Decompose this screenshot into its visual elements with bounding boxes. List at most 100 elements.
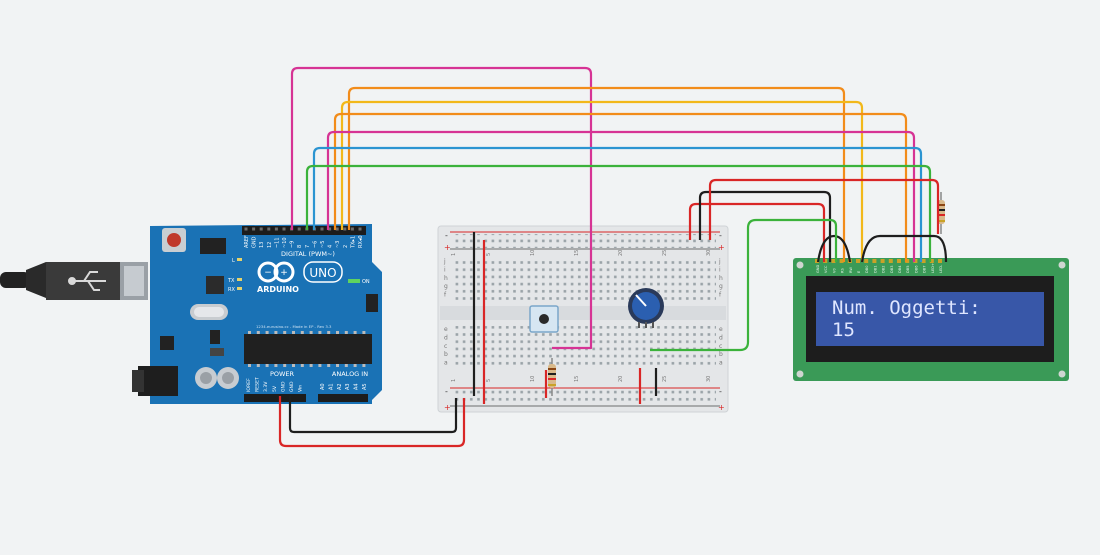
- row-letter: a: [719, 360, 723, 367]
- lcd-pin[interactable]: [905, 259, 910, 263]
- digital-pin[interactable]: [282, 227, 286, 231]
- lcd-pin-label: E: [857, 270, 861, 273]
- row-letter: h: [444, 275, 448, 282]
- board-footer-text: 1234.eurusino.cc - Made in EP - Rev 3.3: [256, 324, 332, 329]
- digital-pin-label: 4: [328, 245, 334, 248]
- digital-pin[interactable]: [328, 227, 332, 231]
- digital-pin[interactable]: [350, 227, 354, 231]
- lcd-pin[interactable]: [872, 259, 877, 263]
- reset-button[interactable]: [162, 228, 186, 252]
- wire-magenta-2: [326, 130, 916, 262]
- pushbutton[interactable]: [529, 305, 559, 333]
- lcd-pin[interactable]: [913, 259, 918, 263]
- lcd-pin[interactable]: [888, 259, 893, 263]
- digital-pin[interactable]: [274, 227, 278, 231]
- digital-pin[interactable]: [244, 227, 248, 231]
- lcd-pin-label: DB1: [873, 265, 877, 273]
- row-letter: f: [444, 292, 447, 299]
- wire-orange-1: [347, 86, 846, 262]
- row-letter: d: [719, 334, 723, 341]
- column-number: 10: [530, 376, 536, 382]
- lcd-line-1: Num. Oggetti:: [832, 297, 981, 319]
- digital-pin[interactable]: [335, 227, 339, 231]
- model-label: UNO: [309, 266, 336, 280]
- power-pin-label: GND: [289, 381, 295, 392]
- column-number: 10: [530, 250, 536, 256]
- lcd-pin-label: RW: [849, 267, 853, 273]
- row-letter: j: [443, 258, 446, 265]
- row-letter: i: [719, 266, 721, 273]
- analog-pin-label: A5: [362, 383, 368, 390]
- wire-blue: [312, 146, 923, 262]
- digital-pin[interactable]: [320, 227, 324, 231]
- digital-pin[interactable]: [358, 227, 362, 231]
- lcd-pin[interactable]: [864, 259, 869, 263]
- digital-pin-label: ~9: [290, 241, 296, 248]
- digital-pin-label: ~5: [320, 241, 326, 248]
- lcd-pin[interactable]: [839, 259, 844, 263]
- wire-green-pot: [650, 218, 838, 352]
- wire-green-1: [305, 164, 932, 262]
- on-led: ON: [348, 279, 370, 285]
- row-letter: d: [444, 334, 448, 341]
- lcd-pin[interactable]: [856, 259, 860, 263]
- lcd-pin-label: GND: [816, 265, 820, 273]
- analog-in-label: ANALOG IN: [332, 370, 368, 378]
- rail-plus-label: +: [444, 243, 451, 252]
- wire-orange-2: [333, 112, 908, 262]
- digital-pin[interactable]: [297, 227, 301, 231]
- row-letter: h: [719, 275, 723, 282]
- lcd-line-2: 15: [832, 319, 855, 341]
- lcd-pin[interactable]: [938, 259, 942, 263]
- column-number: 20: [618, 376, 624, 382]
- digital-pin-label: ~10: [282, 237, 288, 248]
- column-number: 5: [486, 379, 492, 382]
- wire-black-lcd: [860, 234, 948, 263]
- column-number: 15: [574, 250, 580, 256]
- wire-black-top: [698, 190, 832, 262]
- analog-pin-label: A1: [328, 383, 334, 390]
- digital-pin[interactable]: [259, 227, 263, 231]
- rail-plus-label-right: +: [718, 243, 725, 252]
- power-label: POWER: [270, 370, 295, 378]
- lcd-pin[interactable]: [823, 259, 828, 263]
- row-letter: b: [719, 351, 723, 358]
- potentiometer[interactable]: [628, 288, 664, 328]
- rail-minus-label: -: [445, 231, 448, 240]
- lcd-pin[interactable]: [921, 259, 926, 263]
- digital-pin[interactable]: [252, 227, 256, 231]
- lcd-pin[interactable]: [831, 259, 836, 263]
- digital-pin[interactable]: [267, 227, 271, 231]
- arduino-logo: − +: [257, 261, 295, 283]
- analog-pin-label: A2: [337, 383, 343, 390]
- wire-magenta: [290, 66, 593, 350]
- digital-pin-label: ~11: [274, 237, 280, 248]
- row-letter: g: [444, 283, 448, 290]
- digital-header: [242, 226, 366, 235]
- digital-pin[interactable]: [343, 227, 347, 231]
- row-letter: b: [444, 351, 448, 358]
- power-pin-label: 5V: [272, 385, 278, 392]
- power-pin-label: 3.3V: [263, 381, 269, 392]
- column-number: 1: [451, 379, 457, 382]
- lcd-pin-label: DB2: [882, 265, 886, 273]
- analog-header: [318, 394, 368, 402]
- svg-text:−: −: [264, 268, 272, 278]
- digital-pin-label: 8: [297, 245, 303, 248]
- wire-red-top-2: [708, 178, 940, 240]
- wire-black-gnd: [288, 396, 458, 434]
- lcd-pin[interactable]: [897, 259, 901, 263]
- lcd-pin[interactable]: [880, 259, 885, 263]
- column-number: 25: [662, 376, 668, 382]
- lcd-pin[interactable]: [815, 259, 819, 263]
- usb-cable[interactable]: [0, 262, 148, 300]
- lcd-pin-label: VCC: [824, 265, 828, 273]
- lcd-pin[interactable]: [929, 259, 934, 263]
- lcd-screen: [816, 292, 1044, 346]
- column-number: 25: [662, 250, 668, 256]
- wire-red-top: [688, 202, 826, 262]
